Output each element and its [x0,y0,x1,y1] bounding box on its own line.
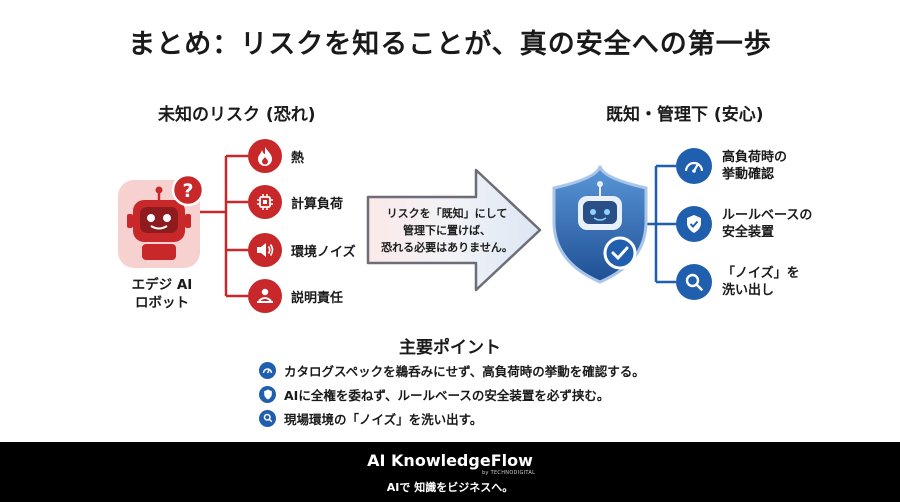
key-point-text: 現場環境の「ノイズ」を洗い出す。 [284,411,483,427]
chip-icon [248,185,282,219]
control-bracket [642,164,676,284]
key-point-item: AIに全権を委ねず、ルールベースの安全装置を必ず挟む。 [259,384,609,404]
page-title: まとめ：リスクを知ることが、真の安全への第一歩 [128,29,772,60]
tagline: AIで 知識をビジネスへ。 [386,481,514,494]
magnifier-icon [676,264,712,300]
gauge-icon [676,148,712,184]
risk-bracket [198,154,248,298]
risk-label: 説明責任 [291,290,344,306]
risk-item-heat: 熱 [248,138,304,174]
control-label: 高負荷時の 挙動確認 [722,150,788,182]
diagram-connectors: ? [118,154,676,298]
footer-bar: AI KnowledgeFlow by TECHNODIGITAL AIで 知識… [0,442,900,502]
speaker-icon [248,233,282,267]
risk-item-compute: 計算負荷 [248,184,343,220]
magnifier-icon [259,409,276,427]
arrow-message: リスクを「既知」にして 管理下に置けば、 恐れる必要はありません。 [381,207,513,254]
robot-label: エデジ AI ロボット [131,277,193,311]
risk-item-accountability: 説明責任 [248,278,343,314]
flame-icon [248,139,282,173]
svg-text:?: ? [182,180,193,202]
brand-subtext: by TECHNODIGITAL [482,470,536,476]
transition-arrow [366,168,542,292]
key-point-item: カタログスペックを鵜呑みにせず、高負荷時の挙動を確認する。 [259,360,645,380]
gauge-icon [259,361,276,379]
person-hand-icon [248,279,282,313]
risk-label: 環境ノイズ [291,244,356,260]
risk-item-noise: 環境ノイズ [248,232,356,268]
control-label: ルールベースの 安全装置 [722,208,813,240]
key-point-text: AIに全権を委ねず、ルールベースの安全装置を必ず挟む。 [284,387,610,403]
unknown-risk-heading: 未知のリスク (恐れ) [158,105,316,125]
key-point-item: 現場環境の「ノイズ」を洗い出す。 [259,408,482,428]
known-control-heading: 既知・管理下 (安心) [606,105,764,125]
control-item-safety-device: ルールベースの 安全装置 [676,206,812,242]
shield-check-icon [676,206,712,242]
key-points-title: 主要ポイント [399,338,501,358]
risk-label: 熱 [291,150,305,166]
risk-label: 計算負荷 [291,196,344,212]
control-label: 「ノイズ」を 洗い出し [722,266,800,298]
key-point-text: カタログスペックを鵜呑みにせず、高負荷時の挙動を確認する。 [284,363,645,379]
brand-logo-text: AI KnowledgeFlow [367,451,533,470]
control-item-noise-check: 「ノイズ」を 洗い出し [676,264,800,300]
shield-check-icon [259,385,276,403]
shield-robot-icon [552,165,648,284]
control-item-load-check: 高負荷時の 挙動確認 [676,148,787,184]
question-badge-icon: ? [171,173,205,207]
